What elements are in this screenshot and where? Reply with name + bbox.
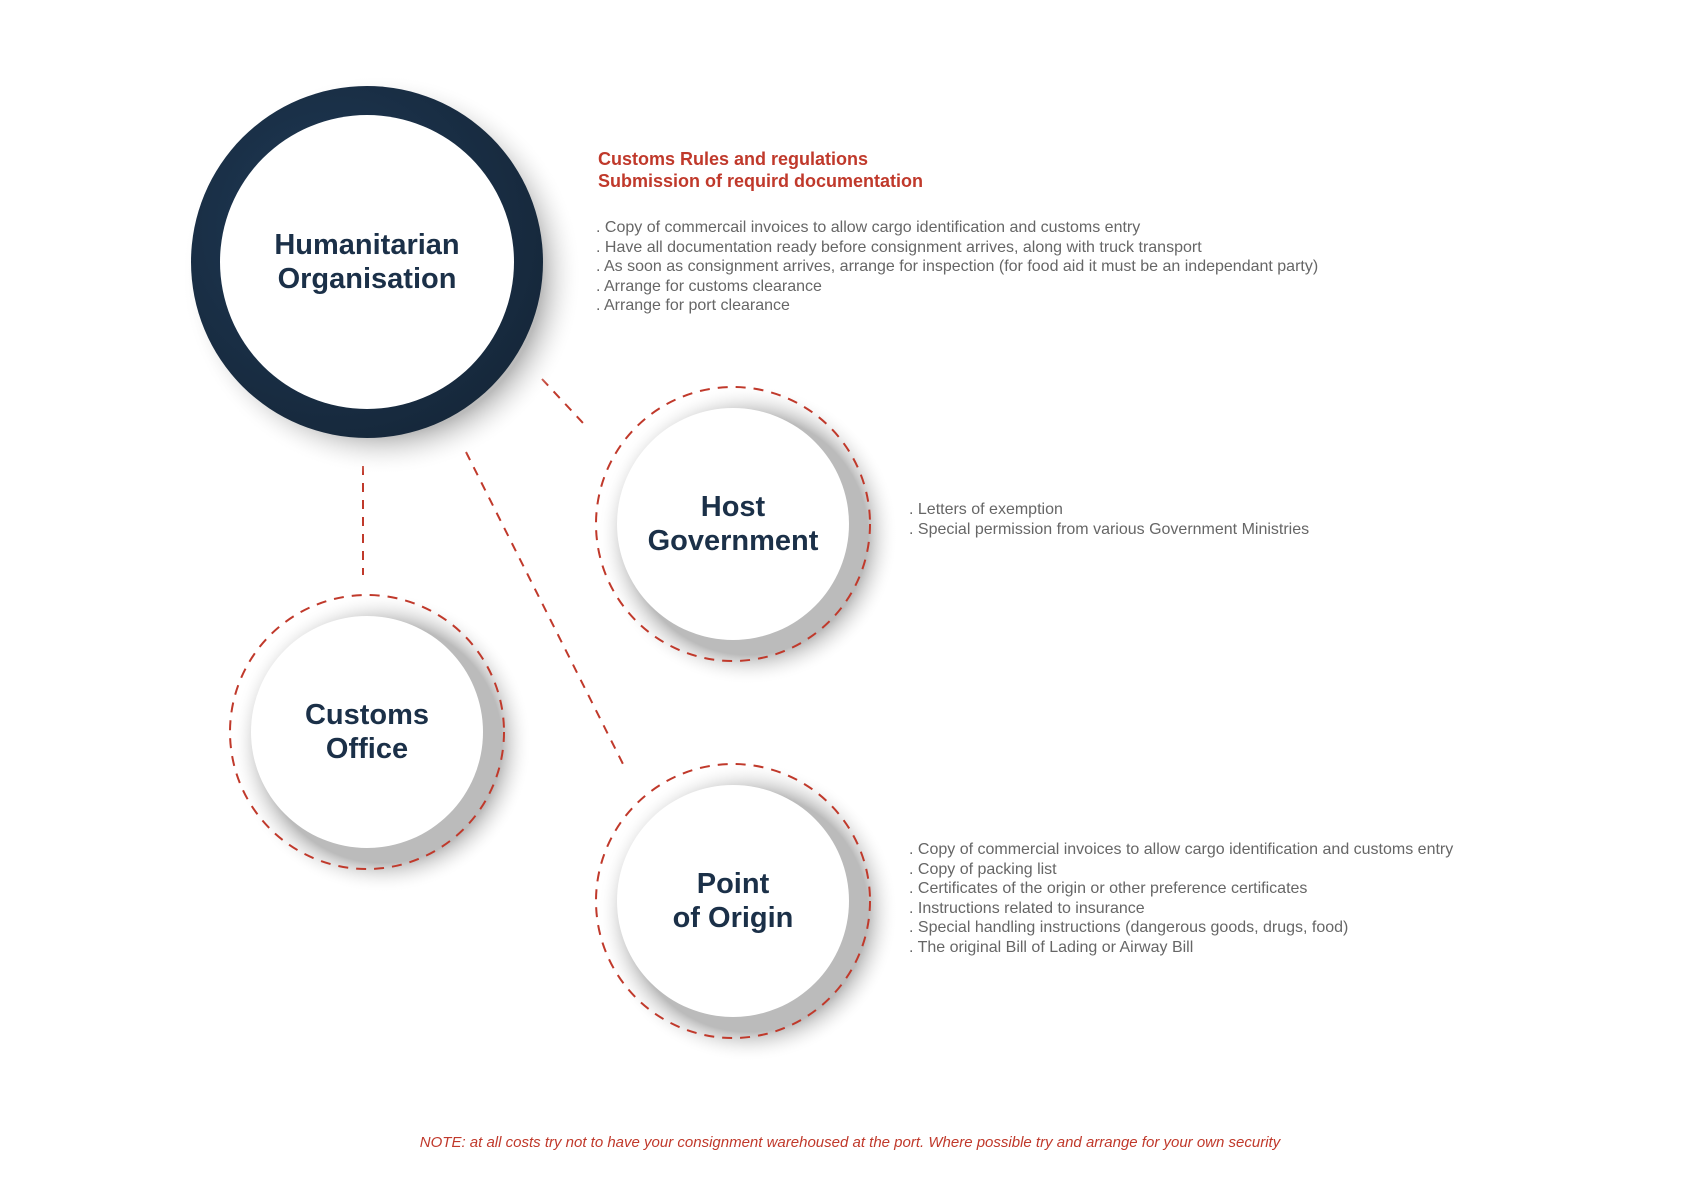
connector-origin — [465, 451, 626, 769]
node-host-government: Host Government — [648, 490, 819, 558]
host-list: . Letters of exemption . Special permiss… — [909, 500, 1309, 539]
node-customs-office: Customs Office — [305, 698, 429, 766]
node-label-line: Customs — [304, 699, 430, 731]
customs-dashed-ring — [229, 594, 505, 870]
title-line: Submission of requird documentation — [598, 171, 924, 191]
node-label-line: Point — [696, 868, 770, 900]
list-item: . Letters of exemption — [909, 501, 1063, 518]
list-item: . Special handling instructions (dangero… — [909, 919, 1349, 937]
node-label-line: Humanitarian — [274, 229, 460, 261]
list-item: . Arrange for port clearance — [596, 297, 790, 315]
node-label-line: of Origin — [672, 902, 794, 934]
humanitarian-circle — [220, 115, 514, 409]
list-item: . Copy of commercial invoices to allow c… — [909, 841, 1454, 858]
list-item: . The original Bill of Lading or Airway … — [909, 938, 1194, 956]
node-label-line: Organisation — [277, 263, 457, 295]
origin-list: . Copy of commercial invoices to allow c… — [909, 840, 1453, 958]
humanitarian-list: . Copy of commercail invoices to allow c… — [596, 218, 1318, 316]
node-humanitarian-organisation: Humanitarian Organisation — [274, 228, 459, 296]
list-item: . Special permission from various Govern… — [909, 520, 1310, 538]
list-item: . Copy of packing list — [909, 860, 1057, 878]
customs-circle — [251, 616, 483, 848]
list-item: . Instructions related to insurance — [909, 899, 1145, 917]
node-point-of-origin: Point of Origin — [673, 867, 794, 935]
origin-circle — [617, 785, 849, 1017]
list-item: . Copy of commercail invoices to allow c… — [596, 219, 1141, 236]
node-label-line: Office — [325, 733, 409, 765]
node-label-line: Host — [700, 491, 766, 523]
list-item: . As soon as consignment arrives, arrang… — [596, 258, 1319, 276]
origin-dashed-ring — [595, 763, 871, 1039]
list-item: . Arrange for customs clearance — [596, 277, 822, 295]
host-circle — [617, 408, 849, 640]
host-dashed-ring — [595, 386, 871, 662]
list-item: . Have all documentation ready before co… — [596, 238, 1202, 256]
humanitarian-section-title: Customs Rules and regulations Submission… — [598, 148, 923, 192]
footer-note: NOTE: at all costs try not to have your … — [419, 1134, 1281, 1151]
title-line: Customs Rules and regulations — [598, 149, 869, 169]
node-label-line: Government — [647, 525, 819, 557]
list-item: . Certificates of the origin or other pr… — [909, 880, 1308, 898]
